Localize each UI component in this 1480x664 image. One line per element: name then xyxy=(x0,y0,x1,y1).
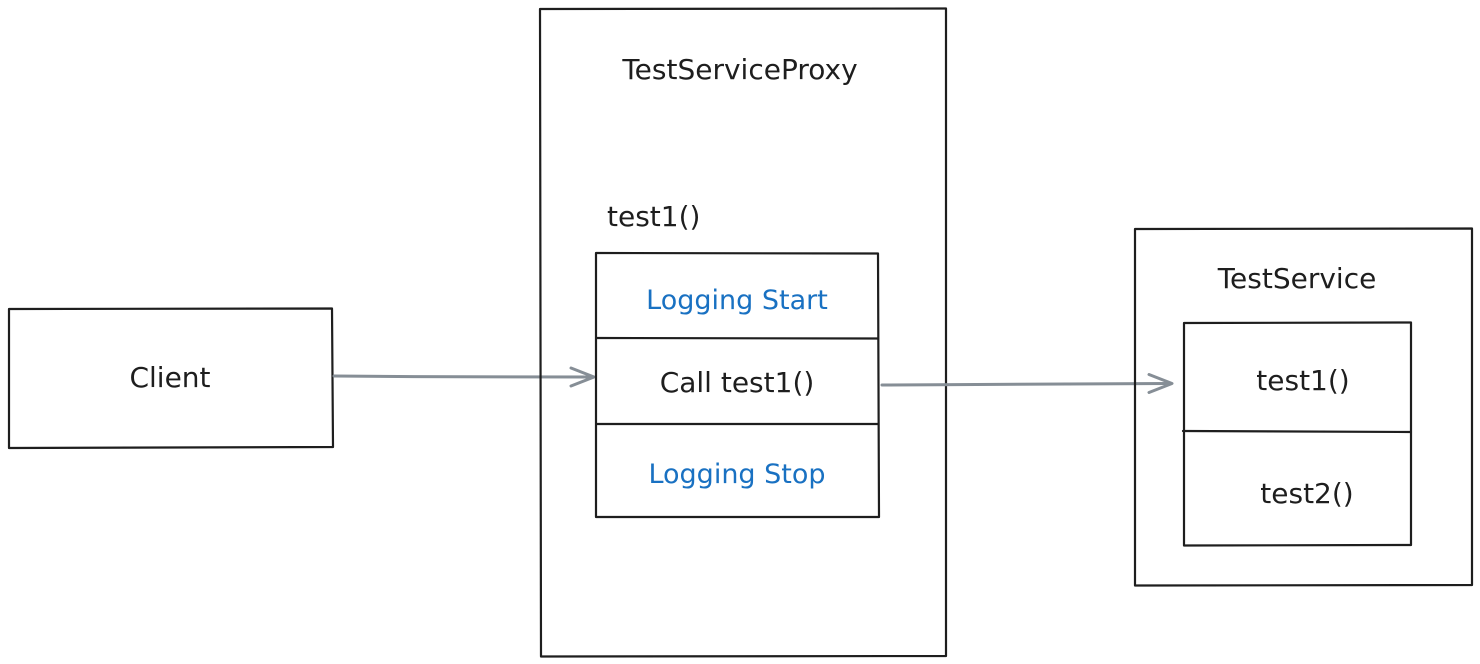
proxy-box: TestServiceProxy test1() Logging Start C… xyxy=(538,7,948,658)
service-methods-box: test1() test2() xyxy=(1181,321,1413,547)
proxy-method-label: test1() xyxy=(607,200,700,233)
service-box: TestService test1() test2() xyxy=(1133,227,1474,587)
arrow-client-to-proxy xyxy=(332,366,596,388)
client-box: Client xyxy=(7,307,335,450)
client-label: Client xyxy=(129,361,210,394)
service-method-test2: test2() xyxy=(1260,477,1353,510)
step-logging-stop: Logging Stop xyxy=(648,459,825,490)
arrow-proxy-to-service xyxy=(880,373,1174,394)
proxy-steps-box: Logging Start Call test1() Logging Stop xyxy=(594,251,881,519)
service-title: TestService xyxy=(1217,262,1377,295)
step-logging-start: Logging Start xyxy=(646,285,828,316)
proxy-title: TestServiceProxy xyxy=(621,53,857,86)
service-method-test1: test1() xyxy=(1256,364,1349,397)
step-call-test1: Call test1() xyxy=(660,366,815,399)
